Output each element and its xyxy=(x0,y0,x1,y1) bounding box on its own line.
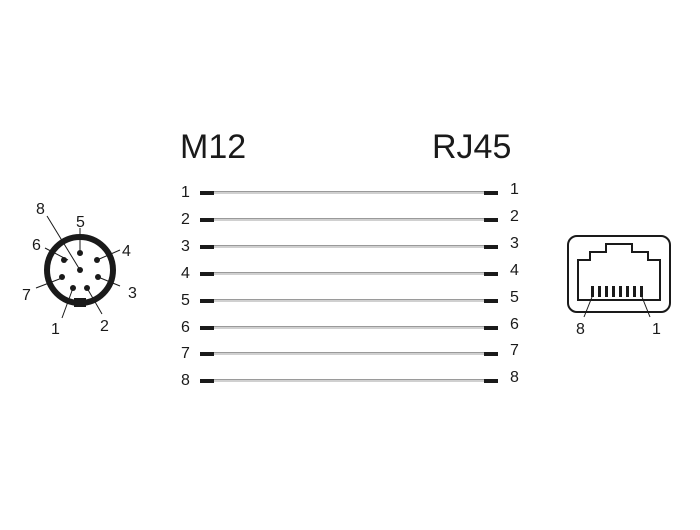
m12-wire-pin-number: 1 xyxy=(181,184,190,201)
m12-key-notch xyxy=(74,298,86,307)
rj45-wire-pin-number: 8 xyxy=(510,369,519,386)
m12-wire-pin-number: 2 xyxy=(181,211,190,228)
rj45-wire-pin-number: 2 xyxy=(510,208,519,225)
rj45-wire-pin-number: 3 xyxy=(510,235,519,252)
wire-terminal-right xyxy=(484,245,498,249)
m12-wire-pin-number: 8 xyxy=(181,372,190,389)
wire-terminal-left xyxy=(200,379,214,383)
wire-row xyxy=(200,269,498,279)
wire-terminal-right xyxy=(484,299,498,303)
m12-pin-label: 8 xyxy=(36,201,45,218)
wire-row xyxy=(200,242,498,252)
m12-wire-pin-number: 7 xyxy=(181,345,190,362)
rj45-wire-pin-number: 4 xyxy=(510,262,519,279)
wire-terminal-left xyxy=(200,352,214,356)
m12-pin-2 xyxy=(84,285,90,291)
wire-row xyxy=(200,376,498,386)
m12-wire-pin-number: 4 xyxy=(181,265,190,282)
wire xyxy=(214,326,484,329)
wire xyxy=(214,299,484,302)
rj45-title: RJ45 xyxy=(432,128,512,166)
m12-pin-label: 4 xyxy=(122,243,131,260)
rj45-wire-pin-number: 5 xyxy=(510,289,519,306)
wire xyxy=(214,245,484,248)
wire-row xyxy=(200,188,498,198)
rj45-pin-label-8: 8 xyxy=(576,321,585,338)
wire-terminal-right xyxy=(484,352,498,356)
rj45-contacts xyxy=(591,286,643,297)
wire-terminal-right xyxy=(484,326,498,330)
wire-terminal-left xyxy=(200,218,214,222)
wire-row xyxy=(200,296,498,306)
m12-pin-label: 1 xyxy=(51,321,60,338)
m12-pin-5 xyxy=(77,250,83,256)
m12-pin-4 xyxy=(94,257,100,263)
wire xyxy=(214,272,484,275)
wire-terminal-left xyxy=(200,272,214,276)
m12-pin-label: 3 xyxy=(128,285,137,302)
rj45-wire-pin-number: 7 xyxy=(510,342,519,359)
m12-pin-label: 7 xyxy=(22,287,31,304)
wire-terminal-right xyxy=(484,218,498,222)
m12-pin-8 xyxy=(77,267,83,273)
wire-terminal-right xyxy=(484,191,498,195)
wire xyxy=(214,191,484,194)
rj45-connector-diagram: 8 1 xyxy=(567,235,671,338)
wire-terminal-left xyxy=(200,191,214,195)
m12-wire-pin-number: 6 xyxy=(181,319,190,336)
wire xyxy=(214,352,484,355)
rj45-wire-pin-number: 6 xyxy=(510,316,519,333)
wire xyxy=(214,379,484,382)
m12-pin-label: 5 xyxy=(76,214,85,231)
wire-row xyxy=(200,323,498,333)
m12-connector-diagram: 1 2 3 4 5 6 7 8 xyxy=(22,201,137,338)
rj45-wire-pin-number: 1 xyxy=(510,181,519,198)
m12-pin-6 xyxy=(61,257,67,263)
wire-terminal-left xyxy=(200,245,214,249)
m12-pin-3 xyxy=(95,274,101,280)
wire-terminal-left xyxy=(200,326,214,330)
wire-terminal-right xyxy=(484,379,498,383)
m12-pin-7 xyxy=(59,274,65,280)
m12-pin-label: 2 xyxy=(100,318,109,335)
m12-wire-pin-number: 5 xyxy=(181,292,190,309)
wire-terminal-left xyxy=(200,299,214,303)
m12-pin-label: 6 xyxy=(32,237,41,254)
m12-title: M12 xyxy=(180,128,247,166)
m12-wire-pin-number: 3 xyxy=(181,238,190,255)
wire-row xyxy=(200,349,498,359)
rj45-pin-label-1: 1 xyxy=(652,321,661,338)
wire-row xyxy=(200,215,498,225)
wire-terminal-right xyxy=(484,272,498,276)
m12-pin-1 xyxy=(70,285,76,291)
wire xyxy=(214,218,484,221)
